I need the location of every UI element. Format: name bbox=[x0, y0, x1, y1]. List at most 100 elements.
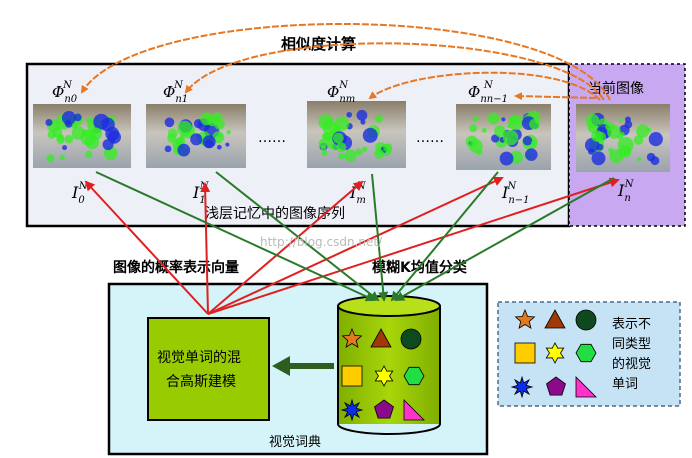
similarity-arc-0 bbox=[80, 23, 611, 101]
magenta-right-triangle-icon bbox=[575, 376, 597, 398]
feature-point bbox=[501, 117, 506, 122]
feature-point bbox=[522, 135, 533, 146]
feature-point bbox=[362, 127, 378, 143]
feature-point bbox=[200, 112, 214, 126]
feature-point bbox=[46, 154, 55, 163]
feature-point bbox=[362, 146, 368, 153]
gmm-label-line2: 合高斯建模 bbox=[166, 373, 236, 390]
feature-point bbox=[332, 132, 344, 144]
feature-point bbox=[508, 115, 524, 131]
feature-point bbox=[468, 138, 483, 153]
feature-point bbox=[84, 150, 93, 159]
feature-point bbox=[164, 117, 175, 128]
feature-point bbox=[624, 120, 633, 129]
feature-point bbox=[607, 124, 621, 139]
orange-star-icon bbox=[341, 327, 363, 348]
feature-point bbox=[620, 132, 625, 137]
orange-star-icon bbox=[514, 308, 536, 329]
feature-point bbox=[47, 130, 56, 139]
gmm-label-line1: 视觉单词的混 bbox=[157, 350, 241, 366]
feature-point bbox=[469, 124, 478, 133]
feature-point bbox=[93, 113, 110, 130]
dark-green-circle-icon bbox=[400, 328, 422, 350]
dictionary-label: 视觉词典 bbox=[269, 435, 321, 450]
green-hexagon-icon bbox=[403, 366, 425, 386]
feature-point bbox=[529, 118, 540, 130]
feature-point bbox=[355, 148, 363, 156]
magenta-right-triangle-icon bbox=[403, 399, 425, 421]
phi-label-0: Φn0N bbox=[52, 80, 78, 105]
feature-point bbox=[646, 152, 656, 162]
similarity-arcs bbox=[80, 23, 611, 101]
frame-thumbnail-n-minus-1 bbox=[456, 104, 551, 170]
yellow-square-icon bbox=[341, 365, 363, 387]
feature-point bbox=[164, 145, 172, 153]
feature-point bbox=[344, 149, 357, 162]
visual-word-cylinder bbox=[337, 295, 441, 435]
feature-point bbox=[321, 150, 328, 157]
frame-thumbnail-m bbox=[307, 101, 406, 168]
feature-point bbox=[73, 113, 82, 122]
frame-thumbnail-0 bbox=[33, 104, 131, 168]
prob-vector-label: 图像的概率表示向量 bbox=[113, 259, 239, 276]
probability-vector-arrows bbox=[84, 176, 620, 315]
feature-point bbox=[507, 124, 512, 129]
frame-thumbnail-1 bbox=[146, 104, 246, 168]
similarity-arc-1 bbox=[184, 42, 605, 101]
image-label-0: I0N bbox=[71, 181, 89, 206]
feature-point bbox=[321, 132, 330, 141]
phi-label-m: ΦnmN bbox=[327, 80, 355, 105]
feature-point bbox=[214, 118, 225, 130]
feature-point bbox=[204, 139, 214, 149]
feature-point bbox=[167, 128, 178, 139]
feature-point bbox=[374, 114, 384, 123]
dark-green-circle-icon bbox=[575, 309, 597, 331]
yellow-square-icon bbox=[514, 342, 536, 364]
watermark: http://blog.csdn.net/ bbox=[260, 235, 383, 249]
feature-point bbox=[338, 152, 345, 160]
feature-point bbox=[190, 133, 203, 146]
feature-point bbox=[491, 134, 500, 143]
feature-point bbox=[336, 142, 347, 153]
phi-label-n-minus-1: Φnn−1N bbox=[468, 80, 508, 105]
gmm-modeling-box bbox=[147, 317, 270, 421]
feature-point bbox=[59, 154, 66, 160]
ellipsis-1: …… bbox=[258, 130, 286, 146]
feature-point bbox=[596, 143, 604, 151]
fuzzy-kmeans-arrows bbox=[95, 171, 615, 302]
feature-point bbox=[648, 131, 663, 147]
feature-point bbox=[90, 127, 103, 140]
feature-point bbox=[499, 151, 514, 166]
brown-triangle-icon bbox=[370, 328, 392, 348]
feature-point bbox=[481, 127, 487, 133]
feature-point bbox=[487, 112, 500, 125]
current-image-label: 当前图像 bbox=[588, 80, 644, 97]
purple-pentagon-icon bbox=[374, 399, 394, 419]
feature-point bbox=[636, 124, 650, 138]
feature-point bbox=[587, 148, 595, 155]
similarity-arc-m bbox=[368, 71, 601, 101]
feature-point bbox=[56, 135, 65, 144]
purple-pentagon-icon bbox=[546, 376, 566, 396]
feature-point bbox=[591, 151, 606, 166]
feature-point bbox=[81, 129, 90, 137]
feature-point bbox=[102, 139, 114, 151]
feature-point bbox=[637, 156, 642, 162]
feature-point bbox=[525, 148, 538, 161]
legend-text-line3: 的视觉 bbox=[612, 356, 651, 372]
image-label-n-minus-1: In−1N bbox=[501, 181, 530, 206]
feature-point bbox=[45, 118, 53, 126]
feature-point bbox=[64, 134, 74, 144]
feature-point bbox=[383, 143, 393, 153]
feature-point bbox=[531, 140, 536, 145]
feature-point bbox=[618, 118, 623, 123]
legend-text-line1: 表示不 bbox=[612, 317, 651, 332]
sequence-label: 浅层记忆中的图像序列 bbox=[205, 206, 345, 222]
feature-point bbox=[177, 143, 191, 157]
feature-point bbox=[320, 144, 327, 151]
feature-point bbox=[226, 129, 231, 135]
yellow-star-icon bbox=[374, 365, 394, 387]
image-label-current: InN bbox=[617, 179, 635, 204]
phi-label-1: Φn1N bbox=[163, 80, 188, 105]
feature-point bbox=[225, 142, 230, 147]
